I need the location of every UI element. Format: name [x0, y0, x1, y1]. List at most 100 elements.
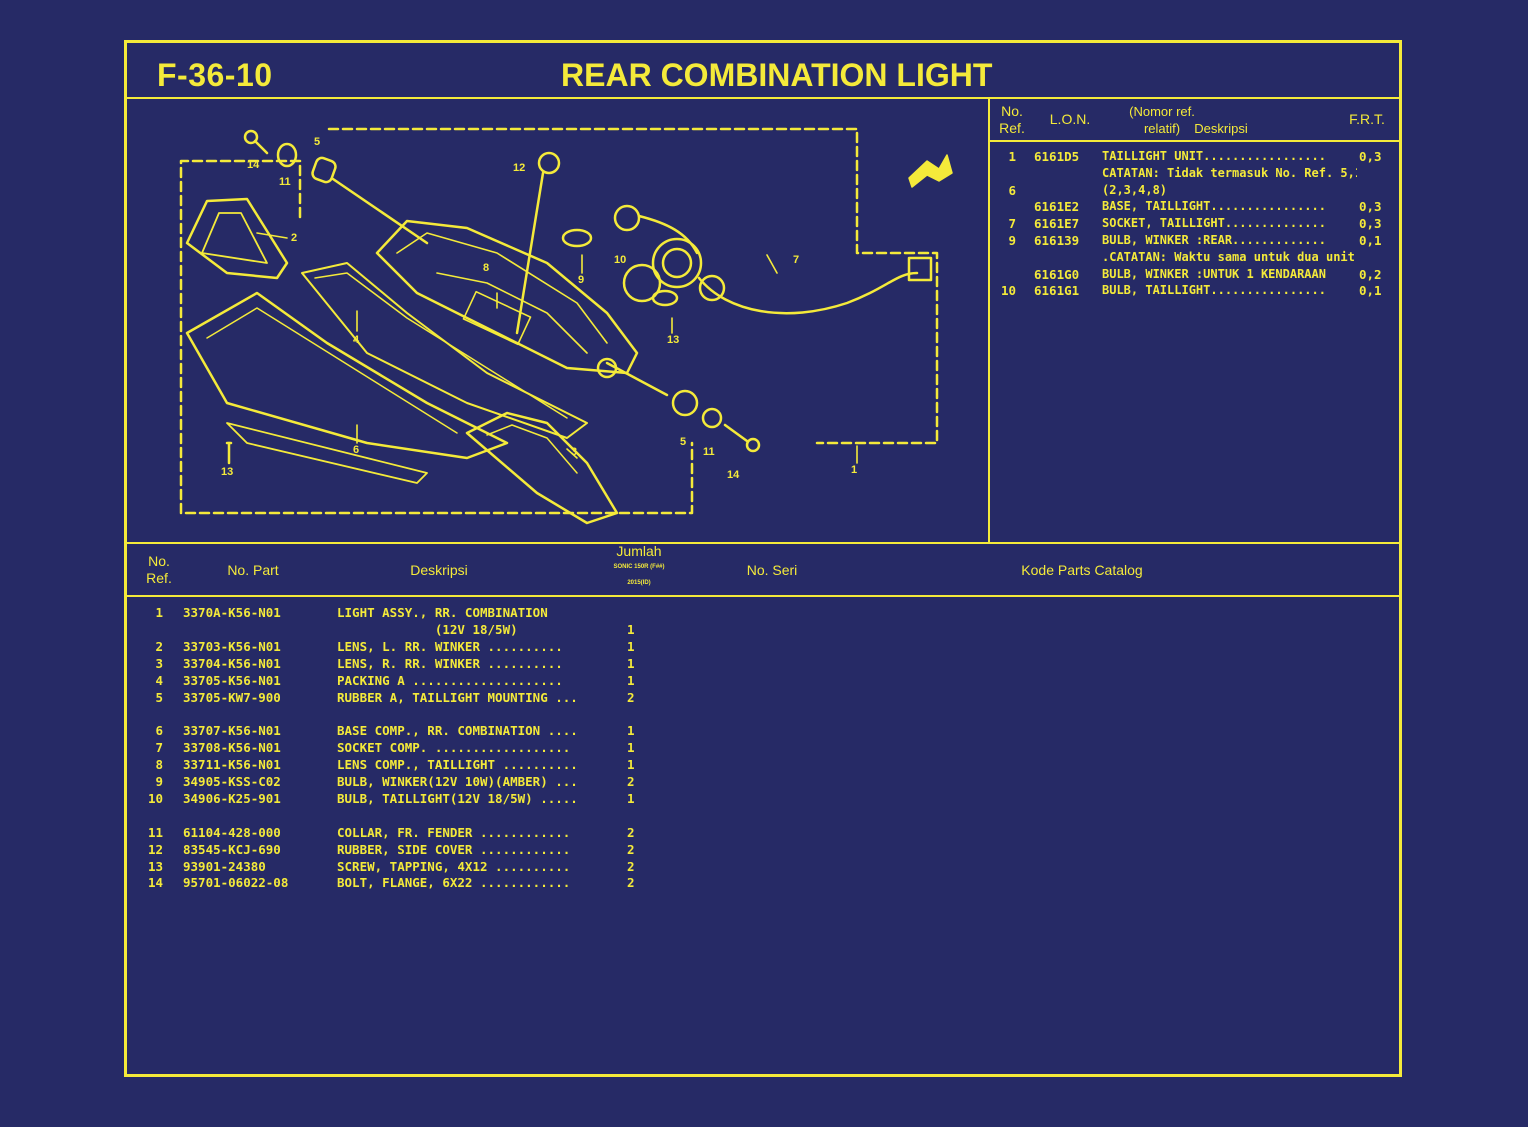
parts-cell-desc: LENS, R. RR. WINKER .......... [337, 655, 563, 671]
lon-cell-lon: 6161E7 [1034, 216, 1080, 232]
lon-cell-ref: 1 [1008, 149, 1016, 164]
parts-cell-part: 34906-K25-901 [183, 790, 281, 806]
bolt-collar-group-top [243, 129, 429, 245]
callout-13a: 13 [221, 466, 233, 478]
parts-header-divider [127, 595, 1399, 597]
parts-cell-desc: RUBBER, SIDE COVER ............ [337, 841, 571, 857]
parts-header-nopart: No. Part [227, 562, 279, 578]
callout-1: 1 [851, 464, 857, 476]
parts-cell-ref: 3 [155, 655, 163, 671]
parts-cell-qty: 2 [627, 858, 635, 874]
lon-cell-desc: .CATATAN: Waktu sama untuk dua unit [1102, 249, 1355, 264]
rubber-side-cover-part [515, 151, 561, 335]
bulb-winker-icon [561, 228, 593, 248]
lon-cell-desc: TAILLIGHT UNIT................. [1102, 149, 1326, 163]
parts-header-kode: Kode Parts Catalog [1021, 562, 1143, 578]
parts-cell-part: 3370A-K56-N01 [183, 605, 281, 620]
figure-code: F-36-10 [157, 57, 273, 93]
parts-cell-desc: COLLAR, FR. FENDER ............ [337, 824, 571, 840]
parts-header-deskripsi: Deskripsi [410, 562, 468, 578]
parts-header-noseri: No. Seri [746, 562, 798, 578]
parts-cell-part: 83545-KCJ-690 [183, 841, 281, 857]
lon-header-divider [988, 140, 1399, 142]
right-lens-part [465, 411, 619, 525]
parts-cell-ref: 6 [155, 723, 163, 739]
parts-cell-qty: 1 [627, 638, 635, 654]
callout-13b: 13 [667, 334, 679, 346]
parts-cell-qty: 1 [627, 757, 635, 773]
parts-cell-part: 95701-06022-08 [183, 875, 289, 891]
lon-header-deskripsi: Deskripsi [1194, 121, 1248, 136]
lon-cell-ref: 7 [1008, 216, 1016, 232]
parts-cell-desc: RUBBER A, TAILLIGHT MOUNTING ... [337, 689, 578, 705]
parts-cell-desc: LENS, L. RR. WINKER .......... [337, 638, 563, 654]
callout-7: 7 [793, 254, 799, 266]
lon-cell-frt: 0,1 [1359, 233, 1382, 248]
lon-cell-lon: 616139 [1034, 233, 1080, 248]
parts-cell-ref: 12 [147, 841, 163, 857]
parts-cell-desc: BOLT, FLANGE, 6X22 ............ [337, 875, 571, 891]
lon-header-noref: No. Ref. [999, 103, 1025, 136]
lon-cell-desc: BASE, TAILLIGHT................ [1102, 199, 1326, 214]
lon-cell-lon: 6161G1 [1034, 283, 1080, 299]
parts-cell-qty: 1 [627, 740, 635, 756]
parts-cell-desc: BASE COMP., RR. COMBINATION .... [337, 723, 578, 739]
header-divider [127, 97, 1399, 99]
parts-header-jumlah: Jumlah [616, 543, 662, 559]
parts-cell-qty: 1 [627, 621, 635, 637]
bolt-collar-group-bottom [605, 361, 761, 453]
lon-cell-desc: BULB, WINKER :REAR............. [1102, 233, 1326, 247]
parts-cell-ref: 5 [155, 689, 163, 705]
parts-cell-desc: SCREW, TAPPING, 4X12 .......... [337, 858, 571, 874]
lon-header-relative: (Nomor ref. relatif) [1129, 104, 1195, 136]
parts-header-noref: No. Ref. [146, 553, 172, 586]
page-title: REAR COMBINATION LIGHT [561, 57, 993, 93]
parts-cell-ref: 13 [147, 858, 163, 874]
lon-cell-desc: BULB, WINKER :UNTUK 1 KENDARAAN [1102, 266, 1326, 281]
lon-cell-desc: CATATAN: Tidak termasuk No. Ref. 5,12 [1102, 165, 1357, 180]
lon-cell-lon: 6161G0 [1034, 266, 1080, 282]
parts-cell-qty: 2 [627, 774, 635, 789]
parts-header-year: 2015(ID) [627, 580, 651, 586]
parts-cell-desc: PACKING A .................... [337, 672, 563, 688]
parts-cell-desc: SOCKET COMP. .................. [337, 740, 571, 756]
lon-cell-lon: 6161E2 [1034, 199, 1080, 215]
callout-3: 3 [571, 446, 577, 458]
parts-cell-qty: 1 [627, 672, 635, 688]
callout-5b: 5 [680, 436, 686, 448]
lon-header-lon: L.O.N. [1049, 111, 1091, 127]
lon-cell-lon: 6161D5 [1034, 149, 1080, 164]
bulb-taillight-icon [651, 289, 679, 307]
parts-cell-part: 33703-K56-N01 [183, 638, 281, 654]
lon-cell-desc: BULB, TAILLIGHT................ [1102, 283, 1326, 298]
lon-cell-ref: 10 [1000, 283, 1016, 299]
callout-4: 4 [353, 334, 360, 346]
assembly-outline [179, 127, 939, 515]
lon-cell-frt: 0,3 [1359, 149, 1382, 164]
parts-cell-qty: 1 [627, 655, 635, 671]
parts-cell-ref: 2 [155, 638, 163, 654]
callout-10: 10 [614, 254, 626, 266]
base-comp-part [375, 219, 639, 375]
packing-part [301, 262, 588, 439]
callout-2: 2 [291, 232, 297, 244]
lon-header-frt: F.R.T. [1349, 111, 1385, 127]
parts-cell-part: 93901-24380 [183, 858, 266, 874]
lon-cell-frt: 0,1 [1359, 283, 1382, 299]
left-lens-part [185, 197, 289, 280]
parts-cell-desc: (12V 18/5W) [337, 621, 518, 637]
callout-14a: 14 [247, 159, 260, 171]
parts-cell-desc: LENS COMP., TAILLIGHT .......... [337, 757, 578, 773]
exploded-parts-diagram: 1 2 3 4 5 5 6 7 8 9 10 11 11 12 13 13 14… [179, 127, 953, 525]
lon-cell-ref: 6 [1008, 182, 1016, 198]
parts-cell-part: 33705-KW7-900 [183, 689, 281, 705]
parts-cell-ref: 10 [147, 790, 163, 806]
parts-header-model: SONIC 150R (F##) [613, 564, 665, 570]
parts-cell-part: 33707-K56-N01 [183, 723, 281, 739]
parts-cell-ref: 14 [147, 875, 163, 891]
catalog-page: F-36-10 REAR COMBINATION LIGHT No. Ref. … [124, 40, 1402, 1077]
parts-cell-ref: 4 [155, 672, 163, 688]
socket-comp-part [613, 204, 933, 315]
lon-cell-frt: 0,3 [1359, 216, 1382, 232]
lon-cell-frt: 0,2 [1359, 266, 1382, 282]
